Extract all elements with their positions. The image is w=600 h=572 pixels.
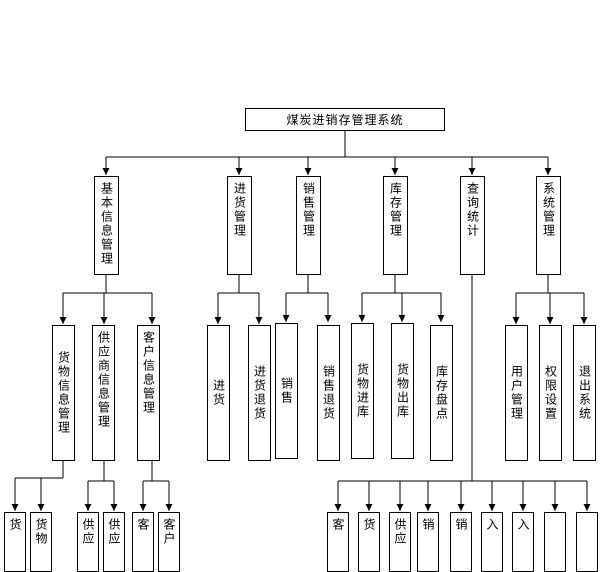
node-sale: 销售: [275, 323, 298, 459]
node-label: 客: [331, 518, 345, 532]
node-label: 入: [485, 518, 499, 532]
node-label: 库存管理: [388, 182, 403, 238]
node-label: 货: [362, 518, 376, 532]
node-supplier-child-2: 供应: [103, 512, 125, 572]
node-label: 销: [454, 518, 468, 532]
node-query-child-6: 入: [481, 512, 503, 572]
node-system-management: 系统管理: [536, 176, 561, 275]
node-label: 货物信息管理: [56, 351, 71, 435]
node-label: 基本信息管理: [99, 182, 114, 266]
node-query-child-8: [544, 512, 566, 572]
node-label: 销售: [279, 377, 294, 405]
node-label: 销售管理: [301, 182, 316, 238]
node-goods-child-1: 货: [4, 512, 26, 572]
node-label: 权限设置: [543, 365, 558, 421]
node-query-child-5: 销: [450, 512, 472, 572]
node-goods-child-2: 货物: [30, 512, 52, 572]
node-label: 销售退货: [321, 365, 336, 421]
node-permission-settings: 权限设置: [539, 325, 562, 461]
node-query-child-4: 销: [417, 512, 439, 572]
node-stock-management: 库存管理: [383, 176, 408, 275]
node-label: 库存盘点: [434, 365, 449, 421]
node-label: 系统管理: [541, 182, 556, 238]
node-goods-inbound: 货物进库: [351, 323, 374, 459]
node-label: 进货管理: [232, 182, 247, 238]
node-goods-info-management: 货物信息管理: [52, 325, 75, 461]
node-query-child-1: 客: [327, 512, 349, 572]
node-label: 供应: [393, 518, 407, 546]
node-label: 客: [136, 518, 150, 532]
node-label: 供应: [81, 518, 95, 546]
node-label: 货物进库: [355, 363, 370, 419]
node-sale-return: 销售退货: [317, 325, 340, 461]
node-label: 供应: [107, 518, 121, 546]
node-label: 入: [516, 518, 530, 532]
node-user-management: 用户管理: [505, 325, 528, 461]
node-sales-management: 销售管理: [296, 176, 321, 275]
node-label: 货: [8, 518, 22, 532]
node-label: 货物出库: [395, 363, 410, 419]
node-label: 查询统计: [465, 182, 480, 238]
node-basic-info-management: 基本信息管理: [94, 176, 119, 275]
root-label: 煤炭进销存管理系统: [286, 112, 404, 127]
node-query-child-9: [576, 512, 598, 572]
node-label: 货物: [34, 518, 48, 546]
node-label: 进货: [211, 379, 226, 407]
node-label: 退出系统: [577, 365, 592, 421]
node-query-child-2: 货: [358, 512, 380, 572]
node-customer-child-1: 客: [132, 512, 154, 572]
node-purchase-return: 进货退货: [248, 325, 271, 461]
node-exit-system: 退出系统: [573, 325, 596, 461]
node-goods-outbound: 货物出库: [391, 323, 414, 459]
node-customer-info-management: 客户信息管理: [137, 325, 160, 461]
node-label: 客户信息管理: [141, 331, 156, 415]
node-label: 进货退货: [252, 365, 267, 421]
root-node: 煤炭进销存管理系统: [245, 108, 445, 131]
node-query-child-3: 供应: [389, 512, 411, 572]
node-query-statistics: 查询统计: [460, 176, 485, 275]
node-supplier-info-management: 供应商信息管理: [92, 325, 115, 461]
node-label: 销: [421, 518, 435, 532]
node-label: 供应商信息管理: [96, 331, 111, 429]
connector-lines: [11, 131, 591, 511]
node-supplier-child-1: 供应: [77, 512, 99, 572]
node-stock-check: 库存盘点: [430, 325, 453, 461]
node-customer-child-2: 客户: [158, 512, 180, 572]
node-purchase: 进货: [207, 325, 230, 461]
node-label: 用户管理: [509, 365, 524, 421]
node-query-child-7: 入: [512, 512, 534, 572]
hierarchy-diagram: [11, 131, 591, 511]
node-purchase-management: 进货管理: [227, 176, 252, 275]
node-label: 客户: [162, 518, 176, 546]
